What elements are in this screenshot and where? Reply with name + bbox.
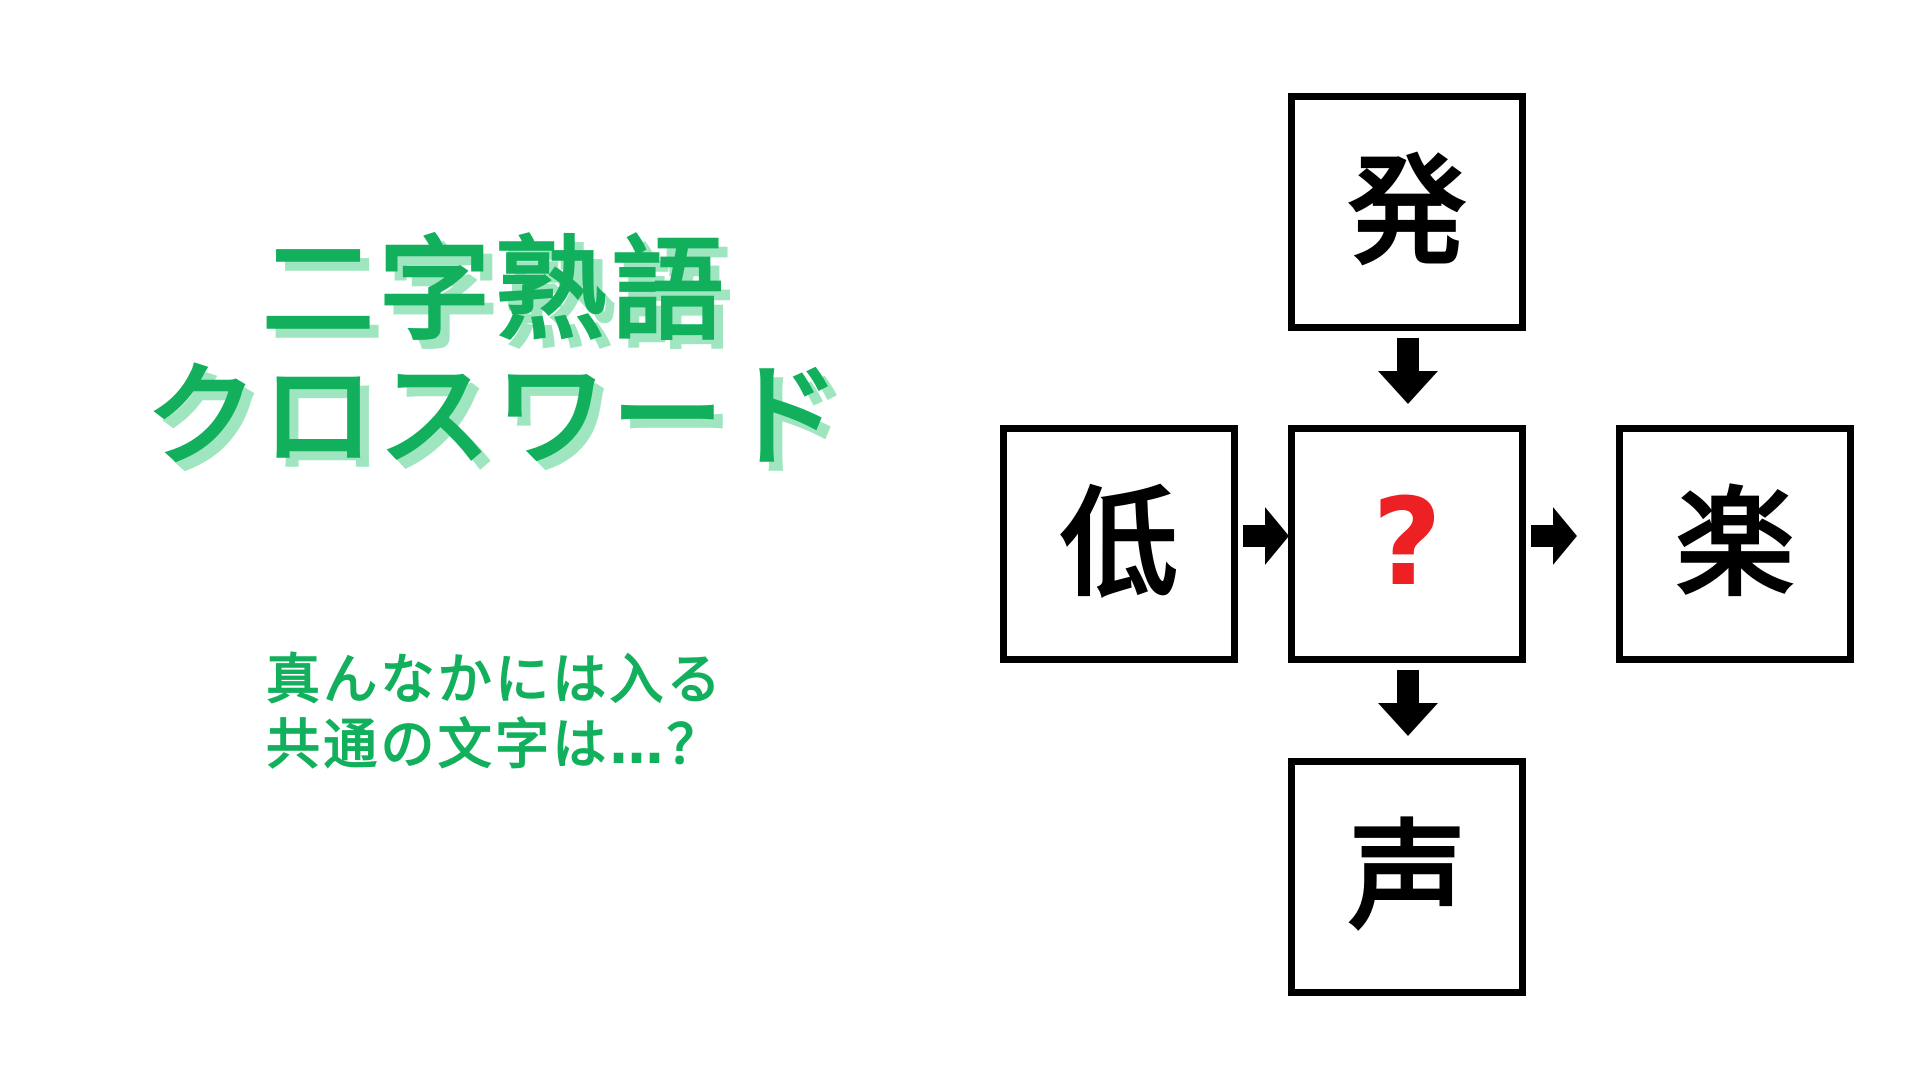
- arrow-down-icon-top: [1376, 338, 1440, 406]
- puzzle-cell-bottom: 声: [1288, 758, 1526, 996]
- title-line-1: 二字熟語: [262, 226, 728, 356]
- subtitle-line-2: 共通の文字は…？: [266, 712, 724, 776]
- page-title: 二字熟語 クロスワード: [0, 226, 990, 482]
- page-subtitle: 真んなかには入る 共通の文字は…？: [0, 648, 990, 778]
- puzzle-cell-top-glyph: 発: [1347, 143, 1466, 281]
- arrow-right-icon-right: [1531, 505, 1579, 567]
- arrow-right-icon-left: [1243, 505, 1291, 567]
- puzzle-cell-left-glyph: 低: [1059, 475, 1178, 613]
- puzzle-cell-top: 発: [1288, 93, 1526, 331]
- puzzle-cell-right-glyph: 楽: [1675, 475, 1794, 613]
- puzzle-cell-bottom-glyph: 声: [1347, 808, 1466, 946]
- left-text-panel: 二字熟語 クロスワード 真んなかには入る 共通の文字は…？: [0, 226, 990, 778]
- puzzle-answer-question-mark: ?: [1372, 474, 1442, 613]
- puzzle-cell-center-answer: ?: [1288, 425, 1526, 663]
- puzzle-cell-left: 低: [1000, 425, 1238, 663]
- puzzle-cell-right: 楽: [1616, 425, 1854, 663]
- crossword-diagram: 発 低 ? 楽: [980, 70, 1920, 1010]
- arrow-down-icon-bottom: [1376, 670, 1440, 738]
- subtitle-line-1: 真んなかには入る: [266, 648, 724, 711]
- title-line-2: クロスワード: [145, 351, 845, 482]
